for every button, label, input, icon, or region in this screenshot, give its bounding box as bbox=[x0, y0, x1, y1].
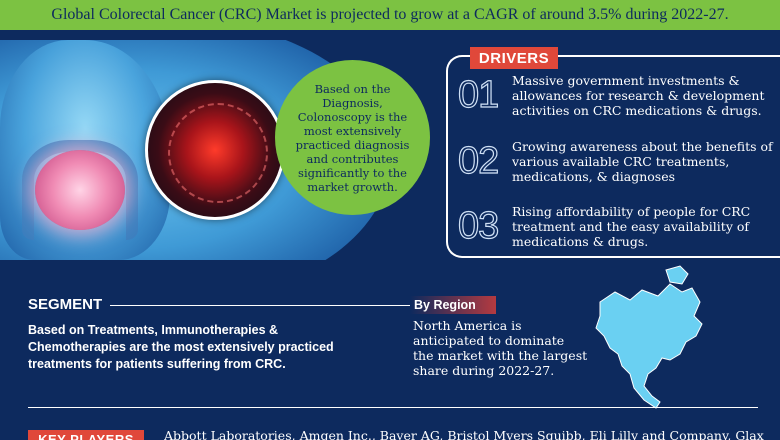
segment-text: Based on Treatments, Immunotherapies & C… bbox=[28, 323, 334, 371]
diagnosis-callout-text: Based on the Diagnosis, Colonoscopy is t… bbox=[295, 81, 410, 194]
north-america-shape bbox=[595, 283, 703, 409]
drivers-title: DRIVERS bbox=[470, 47, 558, 69]
driver-text: Growing awareness about the benefits of … bbox=[512, 138, 773, 184]
driver-text: Rising affordability of people for CRC t… bbox=[512, 203, 751, 249]
driver-item: 03 Rising affordability of people for CR… bbox=[457, 201, 778, 251]
driver-text: Massive government investments & allowan… bbox=[512, 72, 765, 118]
driver-item: 02 Growing awareness about the benefits … bbox=[457, 136, 778, 186]
cancer-cell-image bbox=[145, 80, 285, 220]
region-text: North America is anticipated to dominate… bbox=[413, 318, 588, 378]
segment-title: SEGMENT bbox=[28, 296, 103, 313]
intestine-illustration bbox=[35, 150, 125, 230]
driver-number: 02 bbox=[457, 140, 499, 182]
headline-banner: Global Colorectal Cancer (CRC) Market is… bbox=[0, 0, 780, 30]
driver-number: 03 bbox=[457, 205, 499, 247]
cell-spikes bbox=[168, 103, 268, 203]
segment-divider bbox=[110, 305, 410, 306]
drivers-panel bbox=[446, 55, 780, 258]
colon-illustration bbox=[22, 140, 138, 240]
diagnosis-callout: Based on the Diagnosis, Colonoscopy is t… bbox=[275, 60, 430, 215]
north-america-map-icon bbox=[595, 265, 703, 409]
greenland-shape bbox=[665, 265, 689, 285]
bottom-divider bbox=[28, 407, 758, 408]
driver-item: 01 Massive government investments & allo… bbox=[457, 70, 778, 120]
driver-number: 01 bbox=[457, 74, 499, 116]
headline-text: Global Colorectal Cancer (CRC) Market is… bbox=[51, 6, 729, 23]
key-players-text: Abbott Laboratories, Amgen Inc., Bayer A… bbox=[164, 428, 764, 440]
region-title: By Region bbox=[410, 296, 496, 314]
key-players-title: KEY PLAYERS bbox=[28, 430, 144, 440]
